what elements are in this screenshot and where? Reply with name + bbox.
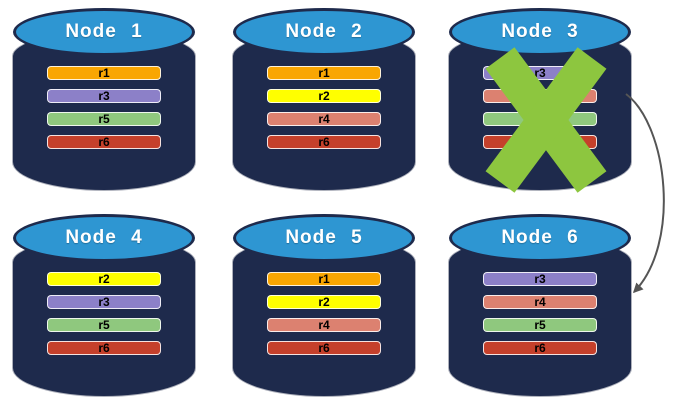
node-title: Node 3 [501, 21, 579, 42]
node-title: Node 5 [285, 227, 363, 248]
replica-label: r1 [318, 272, 330, 286]
cylinder-body [449, 238, 631, 396]
replica-label: r3 [534, 66, 546, 80]
node-6: Node 6 r3 r4 r5 r6 [449, 214, 631, 396]
replica-bar [483, 89, 597, 103]
cylinder-top: Node 3 [449, 8, 631, 56]
replica-bar [483, 112, 597, 126]
replica-bar: r3 [483, 272, 597, 286]
cylinder-top: Node 2 [233, 8, 415, 56]
replica-label: r2 [318, 295, 330, 309]
replica-label: r5 [98, 318, 110, 332]
node-3: Node 3 r3 [449, 8, 631, 190]
node-title: Node 1 [65, 21, 143, 42]
replica-label: r2 [318, 89, 330, 103]
replica-bar [483, 135, 597, 149]
replica-bar: r6 [267, 341, 381, 355]
cylinder-top: Node 4 [13, 214, 195, 262]
node-4: Node 4 r2 r3 r5 r6 [13, 214, 195, 396]
replica-label: r5 [534, 318, 546, 332]
replica-label: r4 [318, 112, 330, 126]
replica-label: r1 [318, 66, 330, 80]
replica-label: r3 [98, 89, 110, 103]
replica-list: r3 r4 r5 r6 [483, 272, 597, 364]
replica-bar: r4 [267, 112, 381, 126]
replica-label: r3 [98, 295, 110, 309]
replica-list: r1 r3 r5 r6 [47, 66, 161, 158]
node-1: Node 1 r1 r3 r5 r6 [13, 8, 195, 190]
replica-bar: r3 [483, 66, 597, 80]
replica-bar: r4 [267, 318, 381, 332]
replica-list: r1 r2 r4 r6 [267, 66, 381, 158]
replica-bar: r6 [47, 135, 161, 149]
replica-label: r6 [534, 341, 546, 355]
replica-bar: r2 [47, 272, 161, 286]
node-2: Node 2 r1 r2 r4 r6 [233, 8, 415, 190]
replica-label: r6 [98, 135, 110, 149]
replica-bar: r1 [267, 66, 381, 80]
cylinder-top: Node 5 [233, 214, 415, 262]
replica-bar: r6 [267, 135, 381, 149]
replica-label: r6 [318, 135, 330, 149]
replica-bar: r1 [267, 272, 381, 286]
replica-bar: r3 [47, 89, 161, 103]
replica-label: r2 [98, 272, 110, 286]
replica-label: r3 [534, 272, 546, 286]
replica-label: r1 [98, 66, 110, 80]
replica-bar: r5 [483, 318, 597, 332]
replica-bar: r3 [47, 295, 161, 309]
replica-bar: r6 [47, 341, 161, 355]
replica-bar: r2 [267, 295, 381, 309]
replica-list: r2 r3 r5 r6 [47, 272, 161, 364]
replica-label: r6 [318, 341, 330, 355]
replica-bar: r6 [483, 341, 597, 355]
replica-label: r5 [98, 112, 110, 126]
cylinder-top: Node 6 [449, 214, 631, 262]
cylinder-top: Node 1 [13, 8, 195, 56]
node-title: Node 6 [501, 227, 579, 248]
node-title: Node 2 [285, 21, 363, 42]
replica-bar: r2 [267, 89, 381, 103]
replica-bar: r5 [47, 318, 161, 332]
replica-bar: r4 [483, 295, 597, 309]
cylinder-body [13, 32, 195, 190]
replica-bar: r1 [47, 66, 161, 80]
recovery-arrow [625, 93, 665, 294]
replica-label: r6 [98, 341, 110, 355]
replica-list: r3 [483, 66, 597, 158]
replica-bar: r5 [47, 112, 161, 126]
replica-list: r1 r2 r4 r6 [267, 272, 381, 364]
cylinder-body [233, 238, 415, 396]
cylinder-body [233, 32, 415, 190]
cylinder-body [13, 238, 195, 396]
node-5: Node 5 r1 r2 r4 r6 [233, 214, 415, 396]
node-title: Node 4 [65, 227, 143, 248]
replica-label: r4 [318, 318, 330, 332]
replica-label: r4 [534, 295, 546, 309]
